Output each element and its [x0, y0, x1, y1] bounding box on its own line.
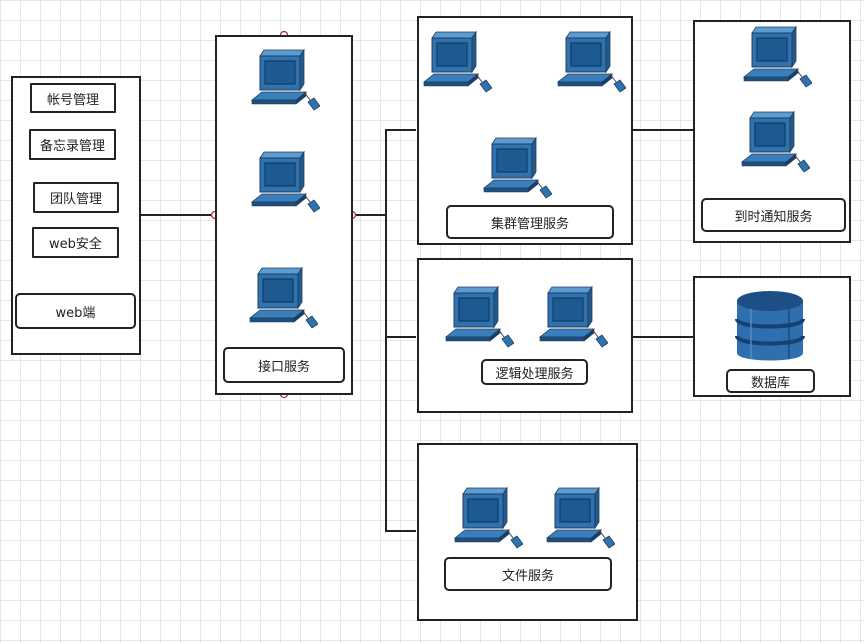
computer-icon: [442, 285, 514, 349]
database-label: 数据库: [726, 369, 815, 393]
interface-to-logic-arrow: [385, 215, 417, 342]
computer-icon: [480, 136, 552, 200]
computer-icon: [248, 150, 320, 214]
logic-service-label: 逻辑处理服务: [481, 359, 588, 385]
interface-to-file-arrow: [385, 337, 417, 536]
computer-icon: [554, 30, 626, 94]
cluster-service-label: 集群管理服务: [446, 205, 614, 239]
computer-icon: [536, 285, 608, 349]
computer-icon: [740, 25, 812, 89]
team-management-item[interactable]: 团队管理: [33, 182, 119, 213]
computer-icon: [738, 110, 810, 174]
computer-icon: [420, 30, 492, 94]
file-service-label: 文件服务: [444, 557, 612, 591]
computer-icon: [543, 486, 615, 550]
interface-service-label: 接口服务: [223, 347, 345, 383]
computer-icon: [246, 266, 318, 330]
notify-service-label: 到时通知服务: [701, 198, 846, 232]
memo-management-item[interactable]: 备忘录管理: [29, 129, 116, 160]
web-security-item[interactable]: web安全: [32, 227, 119, 258]
computer-icon: [451, 486, 523, 550]
account-management-item[interactable]: 帐号管理: [30, 83, 116, 113]
web-client-label: web端: [15, 293, 136, 329]
interface-to-cluster-arrow: [353, 125, 417, 216]
computer-icon: [248, 48, 320, 112]
database-icon: [735, 289, 805, 365]
